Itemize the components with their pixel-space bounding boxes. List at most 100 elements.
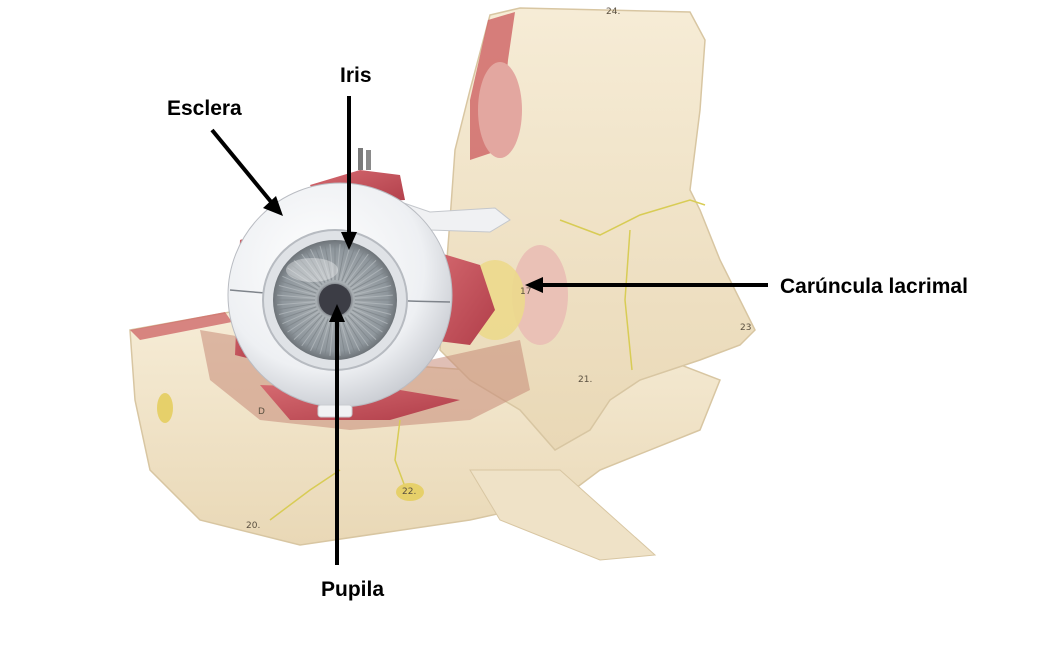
- iris-striation: [301, 253, 324, 284]
- iris-striation: [344, 317, 365, 349]
- iris-striation: [329, 319, 334, 356]
- model-number: 17: [520, 287, 531, 297]
- iris-striation: [346, 253, 369, 284]
- pupil: [319, 284, 351, 316]
- iris-striation: [354, 294, 393, 299]
- annotation-arrows: [210, 96, 768, 565]
- iris-striation: [277, 289, 316, 298]
- iris-striation: [341, 318, 356, 353]
- iris-striation: [353, 280, 390, 294]
- model-pin: [358, 148, 363, 170]
- iris-striation: [305, 251, 326, 283]
- foramen-spot: [396, 483, 424, 501]
- iris-striation: [346, 316, 369, 347]
- iris-striations: [277, 244, 393, 356]
- iris-arrow-head: [341, 232, 357, 250]
- iris-striation: [278, 285, 316, 296]
- iris-striation: [352, 309, 386, 329]
- iris-striation: [343, 249, 360, 283]
- iris-striation: [282, 307, 318, 325]
- label-caruncula-lacrimal: Carúncula lacrimal: [780, 275, 968, 298]
- iris-striation: [354, 301, 393, 306]
- iris-striation: [348, 313, 377, 340]
- iris-striation: [293, 260, 322, 287]
- eyeball: [227, 182, 453, 418]
- label-esclera: Esclera: [167, 97, 242, 120]
- iris-striation: [337, 319, 346, 356]
- iris-striation: [290, 312, 320, 337]
- iris-striation: [319, 319, 331, 355]
- iris-striation: [324, 244, 333, 281]
- model-number: 21.: [578, 375, 592, 385]
- iris-striation: [347, 314, 373, 344]
- iris-striation: [343, 317, 360, 351]
- caruncle-pad: [512, 245, 568, 345]
- iris-striation: [278, 304, 316, 315]
- suture-line: [269, 469, 341, 521]
- iris-striation: [351, 267, 383, 289]
- iris-striation: [314, 318, 329, 353]
- iris-striation: [336, 244, 341, 281]
- iris-striation: [348, 260, 377, 287]
- iris-striation: [277, 294, 316, 299]
- iris-striation: [305, 317, 326, 349]
- model-number: 24.: [606, 7, 620, 17]
- iris-striation: [280, 306, 317, 320]
- optic-canal: [478, 62, 522, 158]
- iris-striation: [301, 316, 324, 347]
- iris-striation: [354, 289, 393, 298]
- pupila-arrow-head: [329, 304, 345, 322]
- iris-striation: [310, 249, 327, 283]
- iris-striation: [293, 313, 322, 340]
- caruncula-arrow-head: [525, 277, 543, 293]
- iris-striation: [350, 263, 380, 288]
- model-number: 20.: [246, 521, 260, 531]
- iris-striation: [329, 244, 334, 281]
- esclera-arrow-line: [210, 128, 274, 205]
- suture-line: [624, 229, 633, 371]
- iris-striation: [351, 311, 383, 333]
- iris-striation: [282, 275, 318, 293]
- iris-striation: [287, 267, 319, 289]
- iris-striation: [339, 245, 351, 281]
- iris-striation: [277, 301, 316, 306]
- cornea-highlight: [286, 258, 338, 282]
- model-number: 22.: [402, 487, 416, 497]
- model-number: 23: [740, 323, 751, 333]
- foramen-spot: [157, 393, 173, 423]
- iris-striation: [297, 256, 323, 286]
- iris-striation: [280, 280, 317, 294]
- iris-striation: [339, 319, 351, 355]
- iris-striation: [344, 251, 365, 283]
- iris-striation: [284, 271, 318, 291]
- iris-striation: [354, 302, 393, 311]
- iris-striation: [350, 312, 380, 337]
- model-number: D: [258, 407, 265, 417]
- iris-striation: [287, 311, 319, 333]
- iris-striation: [347, 256, 373, 286]
- iris-striation: [352, 275, 388, 293]
- iris-striation: [290, 263, 320, 288]
- model-pin: [366, 150, 371, 170]
- iris-striation: [354, 304, 392, 315]
- iris-striation: [352, 307, 388, 325]
- iris-striation: [337, 244, 346, 281]
- esclera-arrow-head: [263, 196, 283, 216]
- iris-striation: [319, 245, 331, 281]
- bone-cut-left: [130, 312, 232, 340]
- stand-support: [469, 469, 657, 561]
- iris-striation: [284, 309, 318, 329]
- iris-striation: [352, 271, 386, 291]
- label-iris: Iris: [340, 64, 372, 87]
- iris-striation: [324, 319, 333, 356]
- iris-striation: [341, 247, 356, 282]
- iris-striation: [297, 314, 323, 344]
- iris-striation: [277, 302, 316, 311]
- suture-line: [559, 199, 706, 236]
- iris-striation: [354, 285, 392, 296]
- iris-striation: [353, 306, 390, 320]
- iris-striation: [310, 317, 327, 351]
- iris-striation: [314, 247, 329, 282]
- label-pupila: Pupila: [321, 578, 385, 601]
